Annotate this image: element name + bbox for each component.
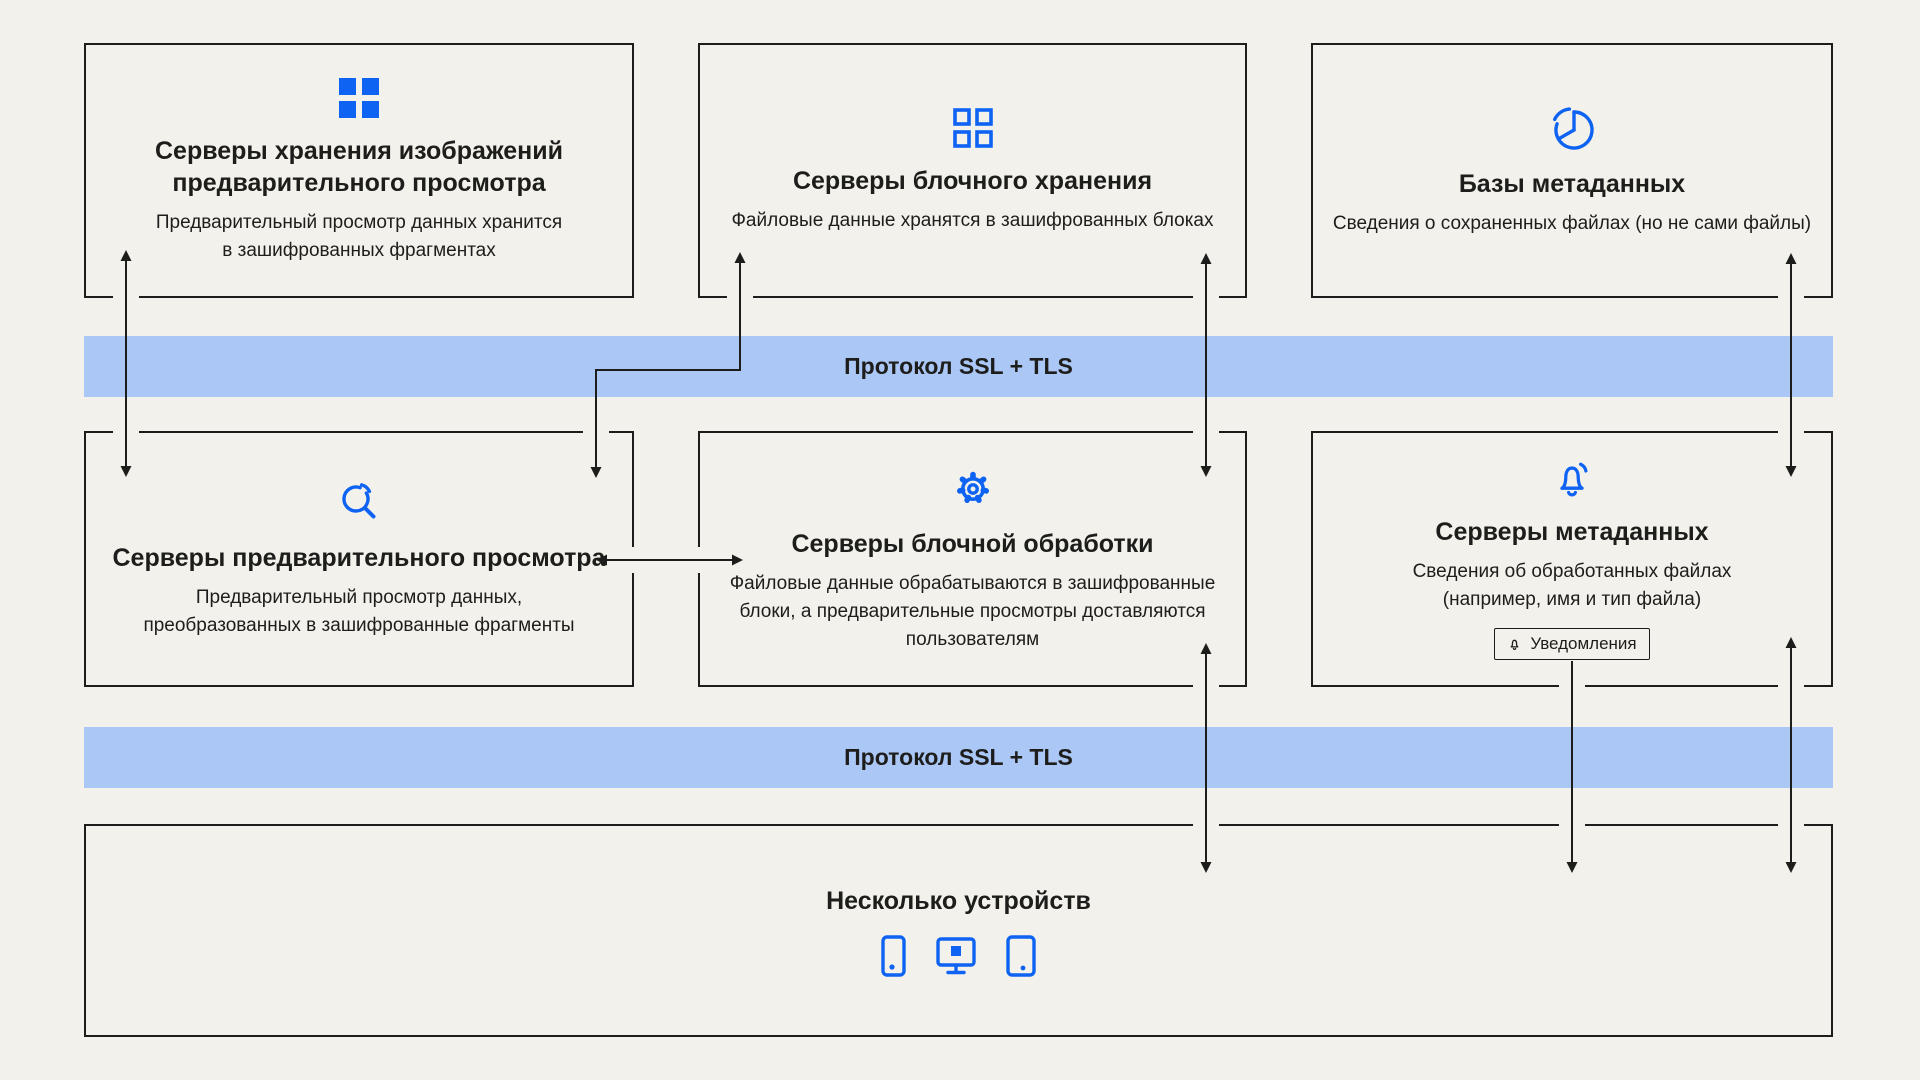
ssl-tls-label: Протокол SSL + TLS — [844, 744, 1073, 770]
box-title: Несколько устройств — [826, 886, 1091, 915]
box-title: Серверы метаданных — [1435, 518, 1709, 546]
box-title: Базы метаданных — [1458, 169, 1686, 198]
magnifier-icon — [335, 478, 383, 526]
box-title: Серверы блочного хранения — [792, 166, 1153, 195]
box-metadata-servers: Серверы метаданных Сведения об обработан… — [1311, 431, 1833, 687]
box-description: Сведения об обработанных файлах (наприме… — [1412, 561, 1732, 610]
box-description: Предварительный просмотр данных, преобра… — [143, 587, 575, 636]
box-title: Серверы блочной обработки — [791, 530, 1154, 558]
box-metadata-databases: Базы метаданных Сведения о сохраненных ф… — [1311, 43, 1833, 298]
box-block-storage-servers: Серверы блочного хранения Файловые данны… — [698, 43, 1247, 298]
bell-icon — [1549, 458, 1595, 504]
ssl-tls-label: Протокол SSL + TLS — [844, 353, 1073, 379]
box-preview-servers: Серверы предварительного просмотра Предв… — [84, 431, 634, 687]
bell-small-icon — [1507, 637, 1522, 652]
gear-icon — [949, 464, 997, 512]
box-description: Сведения о сохраненных файлах (но не сам… — [1332, 212, 1812, 234]
box-title: Серверы хранения изображений предварител… — [154, 136, 564, 197]
grid-filled-icon — [338, 77, 380, 119]
box-description: Файловые данные хранятся в зашифрованных… — [731, 209, 1214, 231]
notifications-button-label: Уведомления — [1530, 634, 1637, 653]
box-block-processing-servers: Серверы блочной обработки Файловые данны… — [698, 431, 1247, 687]
monitor-icon — [936, 936, 976, 975]
box-title: Серверы предварительного просмотра — [112, 544, 606, 572]
grid-outline-icon — [952, 107, 994, 149]
box-preview-storage-servers: Серверы хранения изображений предварител… — [84, 43, 634, 298]
notifications-button[interactable]: Уведомления — [1494, 628, 1650, 660]
tablet-icon — [1006, 934, 1036, 977]
box-multiple-devices: Несколько устройств — [84, 824, 1833, 1037]
devices-icons-row — [881, 934, 1036, 977]
smartphone-icon — [881, 934, 906, 977]
ssl-tls-band-top: Протокол SSL + TLS — [84, 336, 1833, 397]
pie-chart-icon — [1548, 104, 1596, 152]
box-description: Предварительный просмотр данных хранится… — [155, 211, 563, 261]
ssl-tls-band-bottom: Протокол SSL + TLS — [84, 727, 1833, 788]
box-description: Файловые данные обрабатываются в зашифро… — [729, 573, 1216, 650]
